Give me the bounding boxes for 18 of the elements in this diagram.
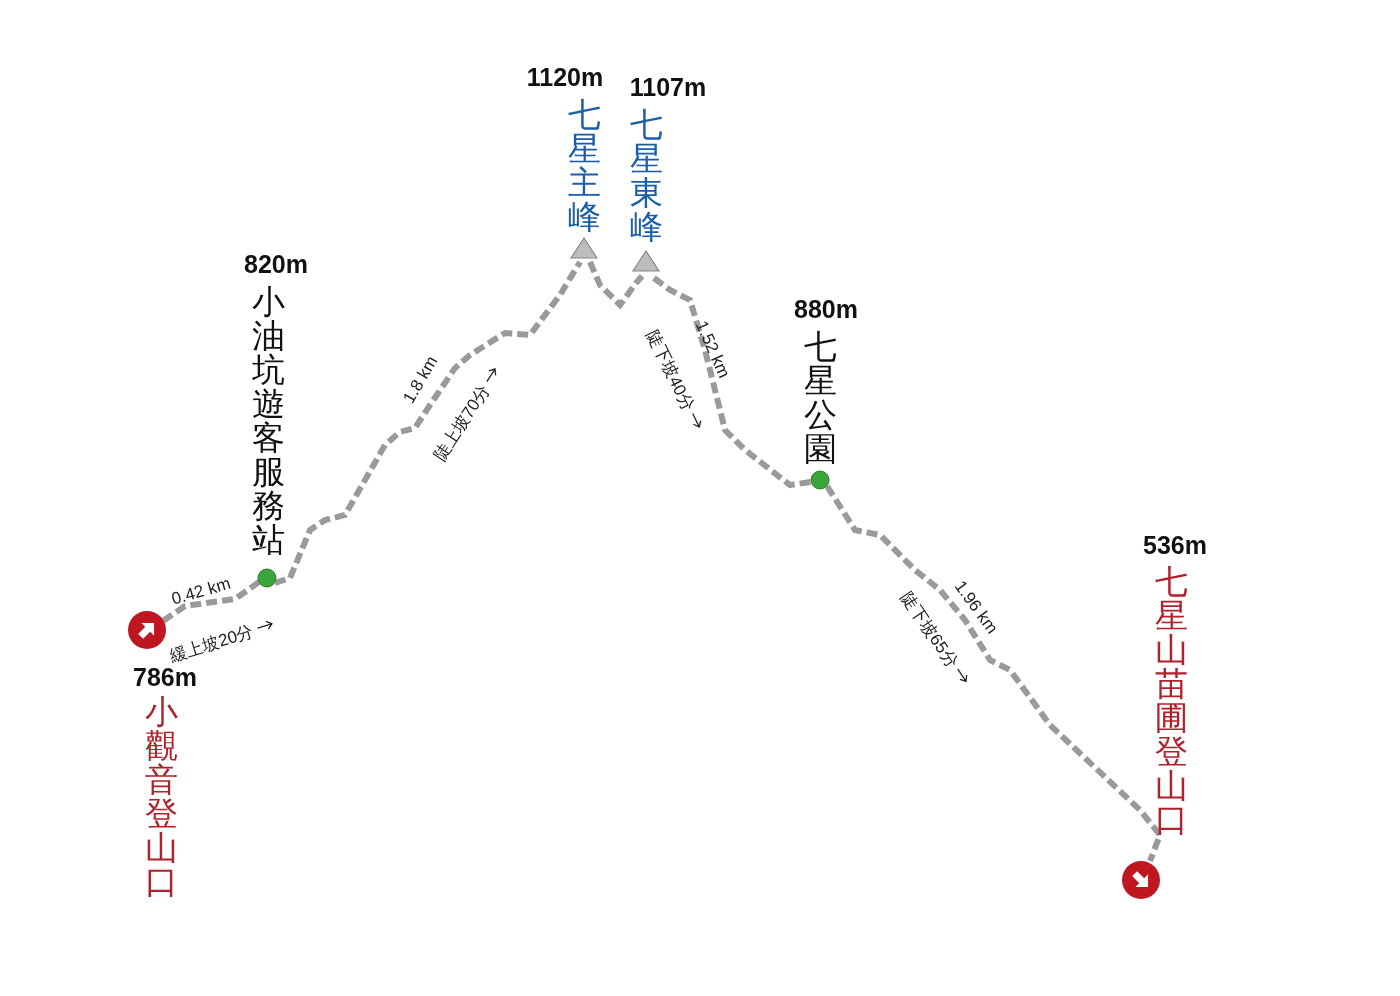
place-name: 七星公園 [803, 330, 837, 466]
elevation-label: 1107m [629, 73, 707, 102]
place-name: 小油坑遊客服務站 [251, 285, 285, 557]
elevation-label: 536m [1143, 531, 1207, 560]
place-name: 七星山苗圃登山口 [1154, 565, 1188, 837]
elevation-label: 1120m [526, 63, 604, 92]
place-name: 小觀音登山口 [144, 695, 178, 899]
trail-path [161, 579, 261, 624]
edge-label: 1.52 km [690, 317, 734, 382]
place-name: 七星東峰 [629, 108, 663, 244]
elevation-label: 880m [794, 295, 858, 324]
edge-label: 0.42 km [169, 573, 233, 610]
place-name: 七星主峰 [567, 98, 601, 234]
trail-path [824, 484, 1164, 863]
trail-path [587, 260, 645, 310]
trail-path [652, 275, 812, 489]
trail-path [274, 260, 583, 586]
elevation-label: 820m [244, 250, 308, 279]
